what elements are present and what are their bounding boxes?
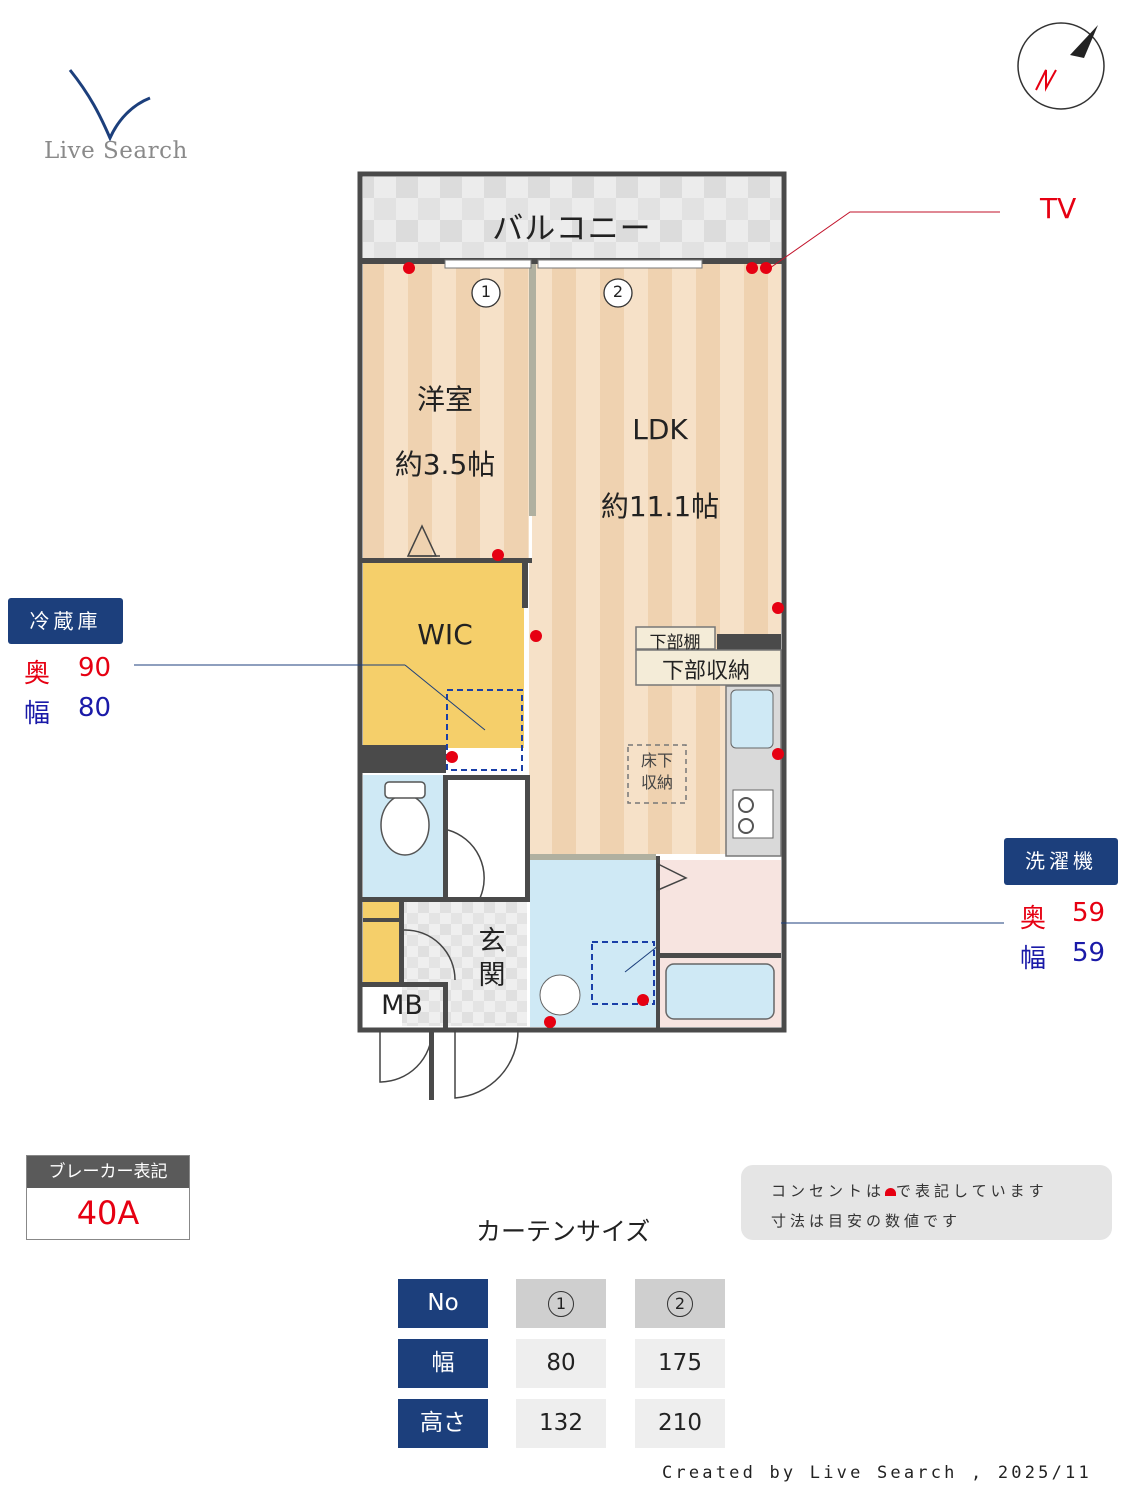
lower-storage-label: 下部収納 — [661, 659, 750, 684]
underfloor-storage-label: 床下 収納 — [628, 750, 686, 794]
washer-depth-label: 奥 — [1020, 904, 1047, 934]
fridge-space — [446, 689, 523, 771]
footer-credit: Created by Live Search , 2025/11 — [662, 1463, 1092, 1483]
breaker-label: ブレーカー表記 — [27, 1156, 189, 1188]
brand-name: Live Search — [44, 138, 188, 164]
curtain-width-2: 175 — [635, 1339, 725, 1388]
lower-shelf-label: 下部棚 — [649, 633, 701, 653]
mb-label: MB — [381, 990, 423, 1021]
note-line-1-end: で表記しています — [896, 1182, 1048, 1200]
western-room-floor — [363, 264, 529, 560]
underfloor-line-2: 収納 — [640, 773, 673, 792]
outlet-symbol-icon — [885, 1187, 897, 1196]
curtain-height-2: 210 — [635, 1399, 725, 1448]
refrigerator-width-label: 幅 — [24, 699, 51, 729]
refrigerator-width-value: 80 — [78, 693, 112, 723]
western-room-size: 約3.5帖 — [394, 448, 496, 481]
breaker-value: 40A — [76, 1194, 140, 1232]
entrance-area — [402, 902, 527, 1026]
washer-depth-value: 59 — [1072, 898, 1106, 928]
western-room-name: 洋室 — [416, 383, 473, 416]
curtain-header-no: No — [398, 1279, 488, 1328]
balcony-area — [363, 177, 781, 261]
underfloor-line-1: 床下 — [640, 751, 673, 770]
outlet-markers — [403, 262, 784, 1028]
washer-badge: 洗濯機 — [1004, 838, 1118, 885]
balcony-label: バルコニー — [492, 211, 652, 247]
curtain-height-1: 132 — [516, 1399, 606, 1448]
curtain-header-1: 1 — [516, 1279, 606, 1328]
wic-area — [363, 563, 524, 748]
window-number-2: 2 — [612, 282, 624, 301]
note-line-1-start: コンセントは — [771, 1182, 886, 1200]
curtain-row-width-label: 幅 — [398, 1339, 488, 1388]
compass-north-label: N — [1030, 55, 1050, 75]
washer-width-value: 59 — [1072, 938, 1106, 968]
curtain-row-height-label: 高さ — [398, 1399, 488, 1448]
entrance-line-1: 玄 — [478, 926, 506, 957]
tv-label: TV — [1040, 192, 1077, 225]
curtain-width-1: 80 — [516, 1339, 606, 1388]
window-marker-2 — [603, 278, 633, 308]
curtain-header-1-number: 1 — [548, 1290, 574, 1317]
refrigerator-badge: 冷蔵庫 — [8, 598, 123, 644]
refrigerator-depth-label: 奥 — [24, 659, 51, 689]
window-marker-1 — [471, 278, 501, 308]
logo-mark — [68, 69, 151, 142]
outlet-note: コンセントはで表記しています 寸法は目安の数値です — [741, 1165, 1112, 1240]
breaker-box: ブレーカー表記 40A — [26, 1155, 190, 1240]
note-line-2: 寸法は目安の数値です — [771, 1212, 962, 1230]
entrance-label: 玄 関 — [470, 925, 514, 993]
curtain-header-2: 2 — [635, 1279, 725, 1328]
ldk-size: 約11.1帖 — [600, 490, 720, 523]
ldk-name: LDK — [632, 413, 688, 446]
curtain-header-2-number: 2 — [667, 1290, 693, 1317]
compass — [1017, 22, 1105, 110]
washer-space — [591, 941, 655, 1005]
washer-width-label: 幅 — [1020, 944, 1047, 974]
entrance-line-2: 関 — [478, 960, 506, 991]
window-number-1: 1 — [480, 282, 492, 301]
wic-label: WIC — [417, 618, 473, 651]
refrigerator-depth-value: 90 — [78, 653, 112, 683]
curtain-title: カーテンサイズ — [476, 1217, 651, 1246]
note-line-1: コンセントはで表記しています — [771, 1180, 1048, 1201]
